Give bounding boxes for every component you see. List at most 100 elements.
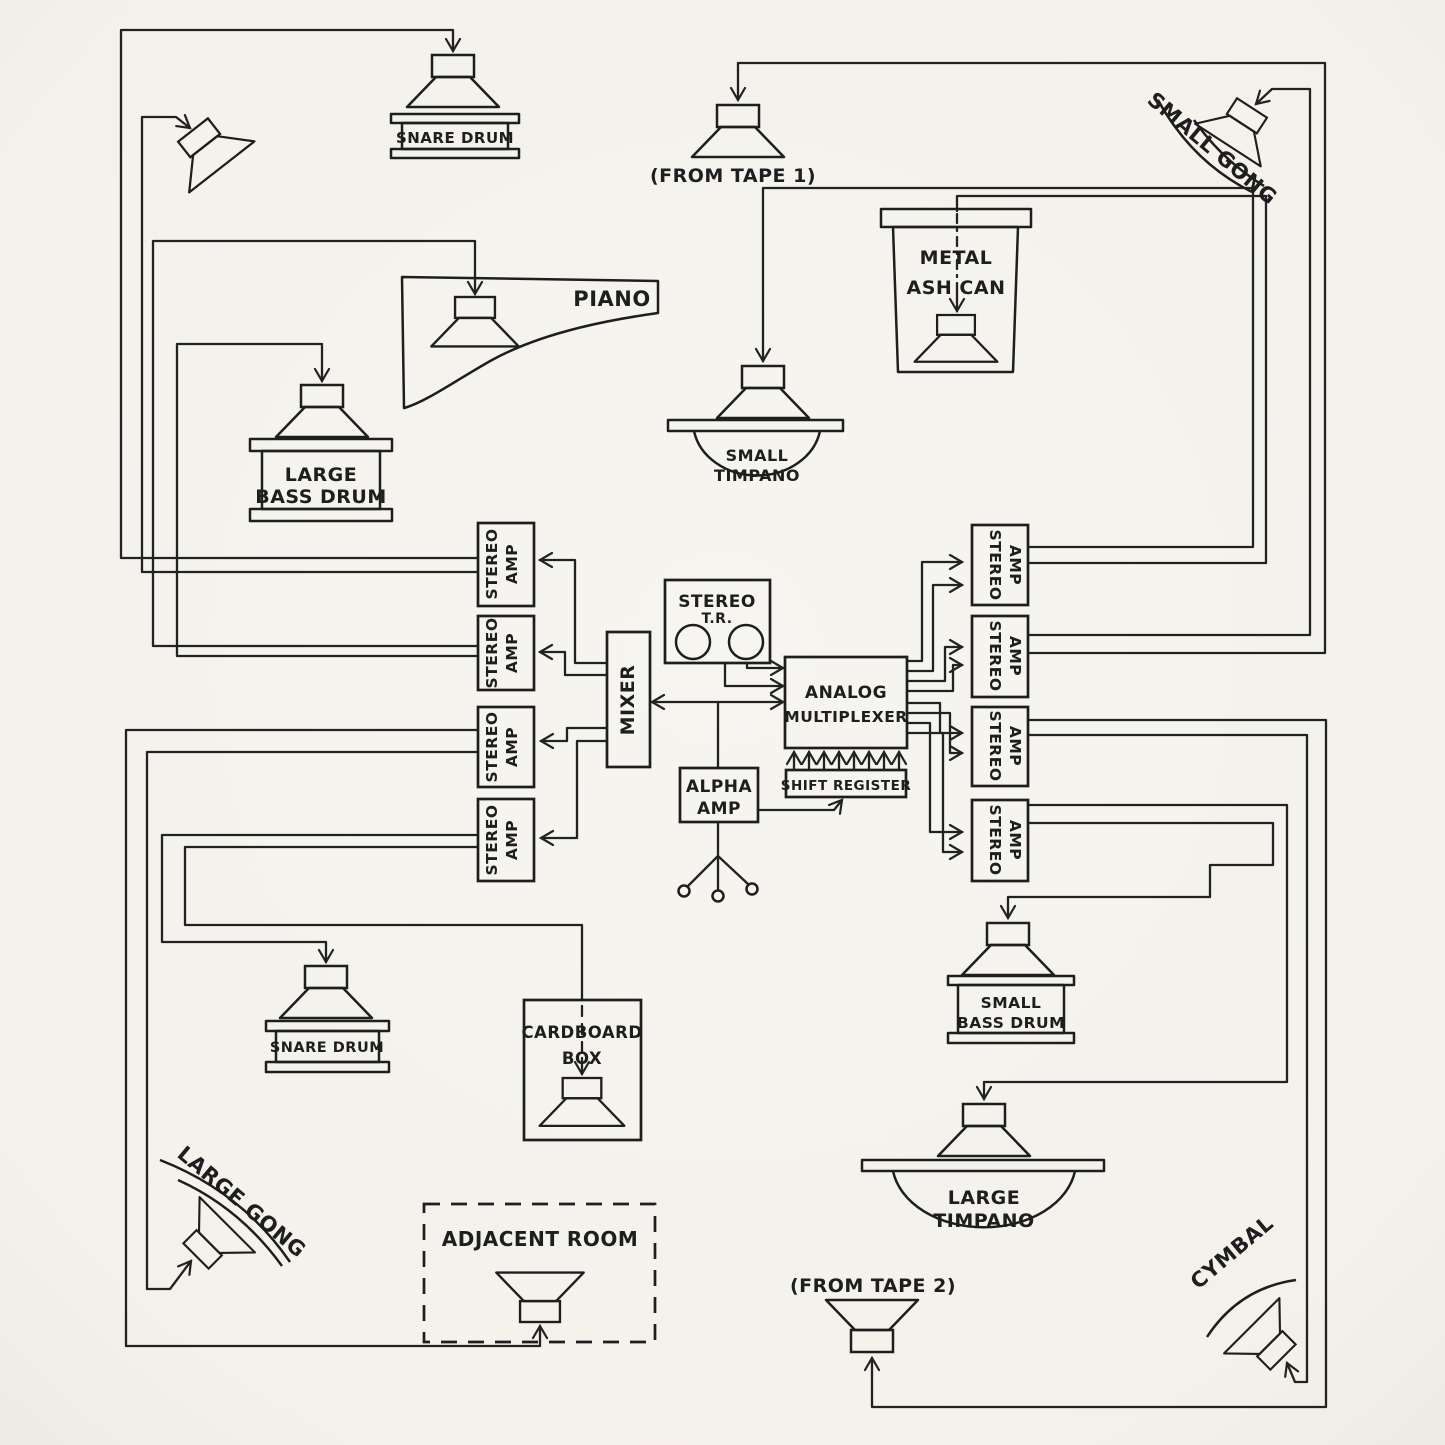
stereo-amp-4-box	[476, 797, 536, 883]
timpano-head	[860, 1158, 1106, 1173]
analog-multiplexer-label-2: MULTIPLEXER	[784, 708, 907, 726]
snare-drum-bottom-label: SNARE DRUM	[270, 1040, 384, 1056]
stereo-amp-1-box	[476, 521, 536, 608]
stereo-amp-3-label-2: AMP	[503, 727, 521, 767]
contact-microphones-icon	[677, 820, 759, 903]
tape-reel-left-icon	[674, 623, 712, 661]
drum-bottom-rim	[946, 1031, 1076, 1045]
large-timpano-label-2: TIMPANO	[933, 1210, 1034, 1232]
wire-mixer-to-amp3	[541, 726, 609, 741]
stereo-amp-8-label-2: AMP	[1006, 820, 1024, 860]
cardboard-box-label-1: CARDBOARD	[521, 1023, 642, 1042]
wire-amp5-to-small-timpano	[763, 186, 1255, 549]
small-timpano-label-1: SMALL	[726, 446, 789, 465]
wire-amp3-to-large-gong	[145, 750, 480, 1291]
large-bass-drum: LARGE BASS DRUM	[248, 383, 394, 523]
stereo-amp-5-box	[970, 523, 1030, 607]
stereo-amp-1: STEREO AMP	[476, 521, 536, 608]
wire-mixer-to-amp4	[541, 739, 609, 838]
stereo-amp-3: STEREO AMP	[476, 705, 536, 789]
wire-mux-to-amp6-ch2	[905, 665, 962, 693]
microphone-leads	[686, 820, 750, 892]
wire-alpha-amp-to-shift-register	[756, 800, 842, 810]
cardboard-box-label-2: BOX	[562, 1049, 602, 1068]
microphone-3-icon	[745, 882, 759, 896]
gong-arc-outer	[159, 1158, 292, 1263]
wire-mux-to-amp7-ch2	[905, 711, 962, 753]
large-timpano-label-1: LARGE	[948, 1187, 1021, 1209]
small-bass-drum: SMALL BASS DRUM	[946, 921, 1076, 1045]
shift-register-label: SHIFT REGISTER	[781, 778, 912, 794]
stereo-amp-4: STEREO AMP	[476, 797, 536, 883]
stereo-amp-7: STEREO AMP	[970, 705, 1030, 788]
shift-register-control-arrows	[794, 752, 899, 772]
stereo-amp-3-label-1: STEREO	[483, 711, 501, 782]
wire-amp1-to-corner-speaker	[140, 117, 480, 574]
piano-label: PIANO	[573, 287, 650, 311]
stereo-amp-5: STEREO AMP	[970, 523, 1030, 607]
from-tape-1-speaker: (FROM TAPE 1)	[650, 103, 816, 187]
stereo-amp-5-label-2: AMP	[1006, 545, 1024, 585]
stereo-amp-1-label-1: STEREO	[483, 528, 501, 599]
gong-arc-outer	[1156, 99, 1253, 194]
small-bass-drum-label-1: SMALL	[981, 994, 1042, 1012]
stereo-tape-recorder-block: STEREO T.R.	[663, 578, 772, 665]
adjacent-room-label: ADJACENT ROOM	[442, 1227, 639, 1251]
small-bass-drum-label-2: BASS DRUM	[957, 1014, 1065, 1032]
analog-multiplexer-label-1: ANALOG	[805, 683, 887, 703]
wire-amp4-to-snare-drum-bottom	[160, 833, 480, 962]
from-tape-2-speaker: (FROM TAPE 2)	[790, 1275, 956, 1354]
shift-register-block: SHIFT REGISTER	[781, 768, 912, 799]
stereo-amp-1-label-2: AMP	[503, 544, 521, 584]
cymbal-arc	[1205, 1278, 1297, 1338]
alpha-amp-label-1: ALPHA	[686, 777, 753, 797]
wire-amp7-to-cymbal	[1026, 733, 1309, 1384]
stereo-amp-4-label-2: AMP	[503, 820, 521, 860]
wire-mux-to-amp5-ch1	[905, 562, 962, 663]
small-timpano-label-2: TIMPANO	[714, 466, 800, 485]
stereo-amp-7-label-1: STEREO	[986, 710, 1004, 781]
stereo-tr-box	[663, 578, 772, 665]
stereo-amp-6: STEREO AMP	[970, 614, 1030, 699]
mixer-label: MIXER	[617, 665, 639, 736]
wire-amp2-to-large-bass-drum	[175, 342, 480, 658]
large-timpano: LARGE TIMPANO	[860, 1102, 1106, 1232]
small-timpano: SMALL TIMPANO	[666, 364, 845, 485]
stereo-amp-7-label-2: AMP	[1006, 726, 1024, 766]
stereo-amp-6-label-1: STEREO	[986, 620, 1004, 691]
drum-bottom-rim	[389, 147, 521, 160]
stereo-amp-2-label-1: STEREO	[483, 617, 501, 688]
wire-mux-to-amp6-ch1	[905, 647, 962, 683]
piano-outline	[400, 275, 660, 410]
stereo-amp-8-label-1: STEREO	[986, 804, 1004, 875]
gong-arc-inner	[177, 1178, 284, 1267]
stereo-amp-2: STEREO AMP	[476, 614, 536, 692]
wire-amp6-to-from-tape-1	[738, 61, 1327, 655]
microphone-2-icon	[711, 889, 725, 903]
ash-can-body	[891, 225, 1020, 374]
analog-multiplexer-block: ANALOG MULTIPLEXER	[783, 655, 909, 750]
stereo-amp-6-label-2: AMP	[1006, 636, 1024, 676]
wire-tape-recorder-to-mux-ch2	[745, 663, 783, 668]
snare-drum-top: SNARE DRUM	[389, 53, 521, 160]
wire-amp8-to-small-bass-drum	[1008, 821, 1275, 918]
metal-ash-can: METAL ASH CAN	[879, 207, 1033, 374]
drum-bottom-rim	[248, 507, 394, 523]
adjacent-room-outline	[422, 1202, 657, 1344]
shift-register-box	[784, 768, 908, 799]
stereo-amp-8: STEREO AMP	[970, 798, 1030, 883]
wire-amp7-to-from-tape-2	[872, 718, 1328, 1409]
snare-drum-top-label: SNARE DRUM	[396, 129, 514, 147]
mixer-box	[605, 630, 652, 769]
alpha-amp-block: ALPHA AMP	[677, 766, 760, 903]
wire-amp4-to-cardboard-box	[183, 845, 584, 1002]
wiring	[119, 28, 1328, 1409]
wire-mux-to-amp8-ch1	[905, 721, 962, 832]
tape-reel-right-icon	[727, 623, 765, 661]
stereo-tr-label-2: T.R.	[701, 611, 732, 627]
large-bass-drum-label-2: BASS DRUM	[255, 486, 387, 508]
from-tape-2-label: (FROM TAPE 2)	[790, 1275, 956, 1297]
